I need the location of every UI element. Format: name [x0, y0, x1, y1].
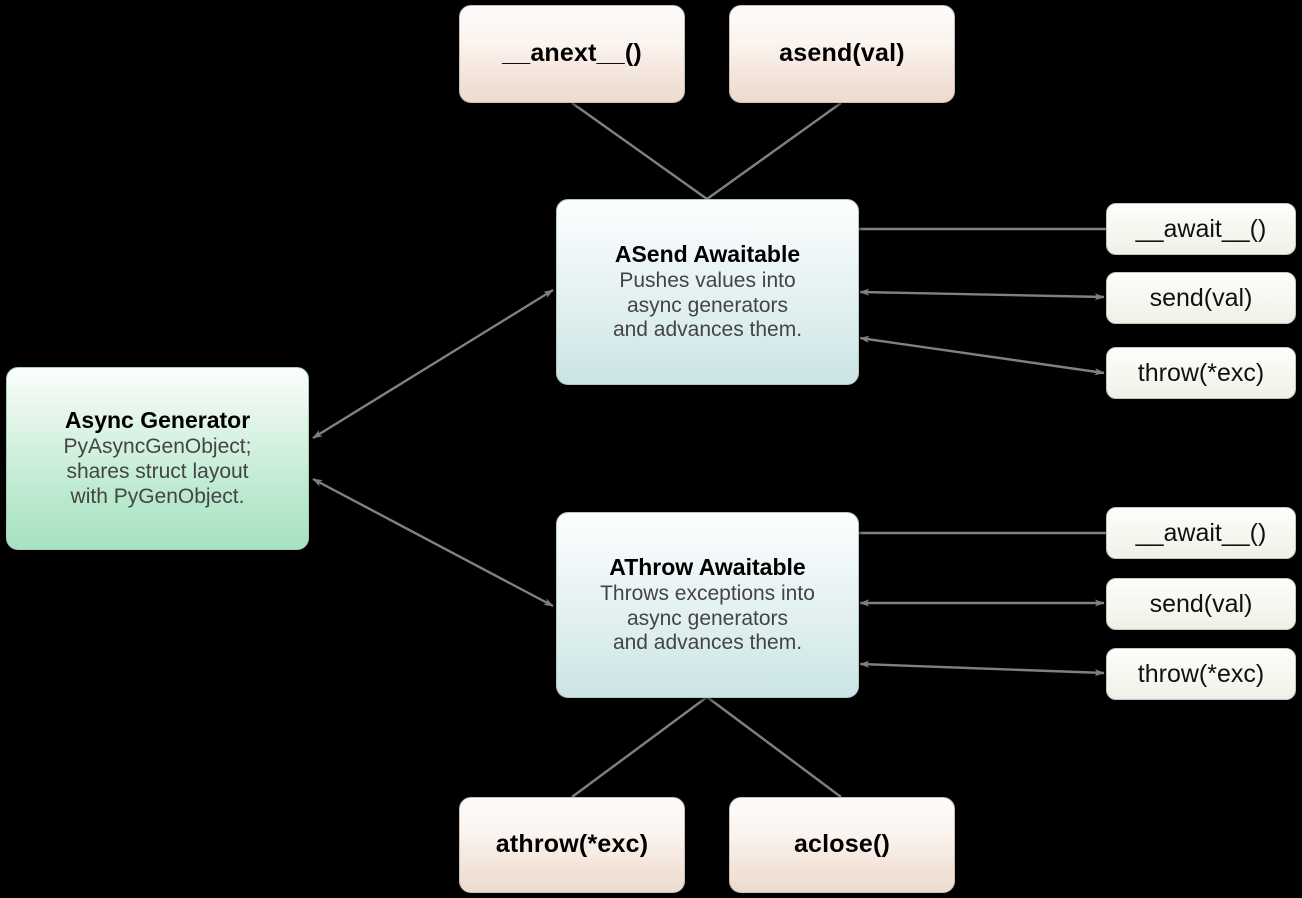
node-aclose-call[interactable]: aclose() [729, 797, 955, 893]
node-async-generator-subtitle: PyAsyncGenObject; shares struct layout w… [63, 435, 252, 508]
node-athrow-awaitable-subtitle: Throws exceptions into async generators … [600, 581, 815, 655]
node-asend-call[interactable]: asend(val) [729, 5, 955, 103]
node-aclose-call-label: aclose() [793, 830, 891, 859]
pill-asend-throw[interactable]: throw(*exc) [1106, 347, 1296, 399]
edge-asend-throw [859, 335, 1105, 376]
pill-asend-await-label: __await__() [1135, 214, 1267, 243]
node-anext-call-label: __anext__() [502, 39, 642, 68]
pill-athrow-await[interactable]: __await__() [1106, 507, 1296, 559]
edge-athrow-awaitable-to-athrow [571, 696, 708, 798]
node-asend-call-label: asend(val) [779, 39, 905, 68]
edge-athrow-throw [859, 660, 1105, 677]
pill-athrow-throw-label: throw(*exc) [1137, 659, 1265, 688]
pill-asend-throw-label: throw(*exc) [1137, 358, 1265, 387]
pill-asend-send-label: send(val) [1149, 283, 1253, 312]
edge-anext-to-asend-awaitable [571, 102, 708, 200]
pill-athrow-await-label: __await__() [1135, 518, 1267, 547]
node-athrow-awaitable[interactable]: AThrow Awaitable Throws exceptions into … [556, 512, 859, 698]
pill-athrow-send[interactable]: send(val) [1106, 578, 1296, 630]
edge-athrow-awaitable-to-aclose [706, 696, 842, 798]
pill-athrow-send-label: send(val) [1149, 589, 1253, 618]
node-asend-awaitable-title: ASend Awaitable [614, 240, 801, 267]
node-anext-call[interactable]: __anext__() [459, 5, 685, 103]
node-athrow-call[interactable]: athrow(*exc) [459, 797, 685, 893]
edge-asend-to-asend-awaitable [706, 102, 842, 200]
edge-generator-asend-awaitable [312, 288, 554, 440]
node-athrow-awaitable-title: AThrow Awaitable [609, 553, 806, 580]
node-asend-awaitable-subtitle: Pushes values into async generators and … [612, 268, 803, 342]
node-async-generator-title: Async Generator [64, 407, 251, 434]
edge-generator-athrow-awaitable [312, 477, 554, 608]
pill-athrow-throw[interactable]: throw(*exc) [1106, 648, 1296, 700]
pill-asend-await[interactable]: __await__() [1106, 203, 1296, 255]
node-athrow-call-label: athrow(*exc) [495, 830, 649, 859]
pill-asend-send[interactable]: send(val) [1106, 272, 1296, 324]
node-async-generator[interactable]: Async Generator PyAsyncGenObject; shares… [6, 367, 309, 550]
edge-asend-send [859, 288, 1105, 301]
node-asend-awaitable[interactable]: ASend Awaitable Pushes values into async… [556, 199, 859, 385]
